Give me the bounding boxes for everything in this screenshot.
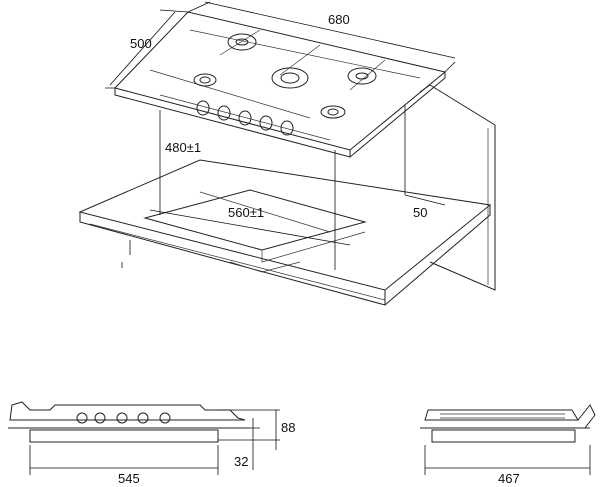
- front-view: [8, 401, 280, 475]
- below-counter-32-label: 32: [234, 454, 248, 469]
- countertop: [78, 159, 492, 306]
- back-wall: [419, 84, 496, 291]
- hob: [114, 11, 447, 158]
- perspective-dimensions: [105, 1, 456, 270]
- cutout-width-label: 560±1: [228, 205, 264, 220]
- back-clearance-label: 50: [413, 205, 427, 220]
- cutout-depth-label: 480±1: [165, 140, 201, 155]
- depth-500-label: 500: [130, 36, 152, 51]
- side-view: [420, 404, 596, 475]
- width-680-label: 680: [328, 12, 350, 27]
- burners: [193, 33, 377, 119]
- control-knobs: [196, 100, 294, 136]
- cutout: [143, 189, 367, 273]
- width-545-label: 545: [118, 471, 140, 486]
- height-88-label: 88: [281, 420, 295, 435]
- depth-467-label: 467: [498, 471, 520, 486]
